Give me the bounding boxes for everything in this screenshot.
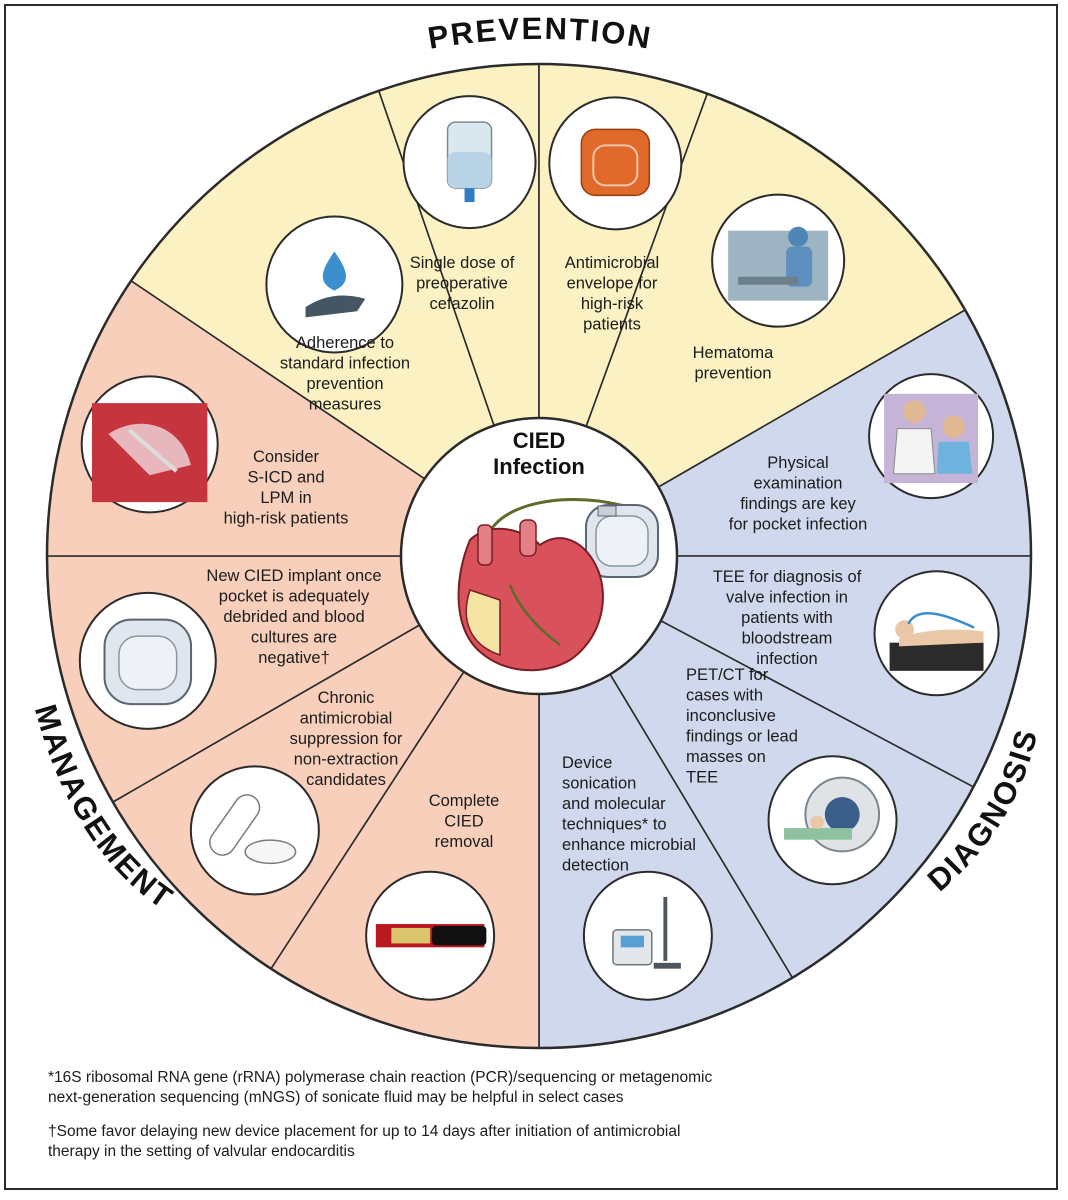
hand-water-drop-icon — [265, 215, 404, 354]
footnote-sequencing-line1: *16S ribosomal RNA gene (rRNA) polymeras… — [48, 1069, 713, 1086]
segment-text-line: high-risk patients — [224, 510, 349, 528]
footnote-delay-line2: therapy in the setting of valvular endoc… — [48, 1143, 355, 1160]
segment-text-line: Single dose of — [410, 254, 515, 272]
wheel-texts: Adherence to standard infection prevention… — [206, 254, 867, 875]
segment-text-line: antimicrobial — [300, 710, 393, 728]
antimicrobial-envelope-icon — [548, 96, 683, 231]
segment-text-reimplant: New CIED implant once pocket is adequatel… — [206, 567, 381, 667]
segment-text-cefazolin: Single dose of preoperative cefazolin — [410, 254, 515, 313]
lead-extraction-icon — [365, 870, 496, 1001]
segment-text-line: findings are key — [740, 495, 856, 513]
segment-text-hematoma: Hematoma prevention — [693, 344, 775, 383]
segment-text-line: for pocket infection — [729, 516, 868, 534]
doctor-patient-icon — [868, 373, 995, 500]
segment-text-line: LPM in — [260, 489, 311, 507]
segment-text-line: Consider — [253, 448, 320, 466]
segment-text-line: inconclusive — [686, 707, 776, 725]
segment-text-line: cultures are — [251, 629, 337, 647]
segment-text-line: suppression for — [290, 730, 403, 748]
segment-text-line: CIED — [444, 813, 484, 831]
heart-with-device-icon — [457, 498, 659, 672]
segment-text-line: removal — [435, 833, 494, 851]
wheel-icons — [78, 95, 1000, 1001]
footnote-delay-line1: †Some favor delaying new device placemen… — [48, 1123, 681, 1140]
segment-text-line: high-risk — [581, 295, 644, 313]
pills-icon — [189, 765, 320, 896]
segment-text-physical-exam: Physical examination findings are key for p… — [729, 454, 868, 534]
operating-room-icon — [711, 193, 846, 328]
segment-text-tee: TEE for diagnosis of valve infection in pa… — [713, 568, 862, 668]
segment-text-line: patients with — [741, 609, 833, 627]
segment-text-line: bloodstream — [742, 630, 833, 648]
segment-text-line: negative† — [258, 649, 330, 667]
segment-text-line: detection — [562, 857, 629, 875]
segment-text-line: TEE — [686, 769, 718, 787]
segment-text-line: sonication — [562, 775, 636, 793]
segment-text-line: measures — [309, 396, 381, 414]
segment-text-line: enhance microbial — [562, 836, 696, 854]
pet-ct-scanner-icon — [767, 755, 898, 886]
segment-text-line: Physical — [767, 454, 828, 472]
segment-text-line: Antimicrobial — [565, 254, 659, 272]
wheel-outline — [45, 62, 1033, 1050]
segment-text-pet-ct: PET/CT for cases with inconclusive findings… — [686, 666, 798, 787]
segment-text-line: examination — [754, 475, 843, 493]
segment-text-line: prevention — [306, 375, 383, 393]
segment-text-line: cefazolin — [429, 295, 494, 313]
segment-text-line: Complete — [429, 792, 500, 810]
segment-text-line: candidates — [306, 771, 386, 789]
iv-bag-icon — [402, 95, 537, 230]
segment-text-line: envelope for — [567, 275, 658, 293]
segment-text-line: and molecular — [562, 795, 666, 813]
segment-text-line: masses on — [686, 748, 766, 766]
pacemaker-device-icon — [78, 591, 217, 730]
segment-text-line: infection — [756, 650, 817, 668]
sonicator-icon — [582, 870, 713, 1001]
segment-text-line: techniques* to — [562, 816, 667, 834]
segment-text-line: cases with — [686, 687, 763, 705]
segment-text-line: pocket is adequately — [219, 588, 370, 606]
segment-text-adherence: Adherence to standard infection prevention… — [280, 334, 410, 414]
segment-text-line: prevention — [694, 365, 771, 383]
wheel-dividers — [45, 62, 1033, 1050]
footnote-sequencing: *16S ribosomal RNA gene (rRNA) polymeras… — [48, 1068, 1028, 1108]
footnote-delay: †Some favor delaying new device placemen… — [48, 1122, 1028, 1162]
segment-text-line: patients — [583, 316, 641, 334]
segment-text-line: New CIED implant once — [206, 567, 381, 585]
segment-text-line: standard infection — [280, 355, 410, 373]
section-label-prevention: PREVENTION — [425, 11, 654, 56]
segment-text-line: debrided and blood — [223, 608, 364, 626]
segment-text-line: S-ICD and — [247, 469, 324, 487]
segment-text-line: preoperative — [416, 275, 508, 293]
segment-text-line: PET/CT for — [686, 666, 769, 684]
segment-text-sonication: Device sonication and molecular techniques*… — [562, 754, 696, 875]
segment-text-line: valve infection in — [726, 589, 848, 607]
segment-text-line: findings or lead — [686, 728, 798, 746]
center-title-line2: Infection — [493, 454, 585, 479]
center-title-line1: CIED — [513, 428, 566, 453]
segment-text-line: Chronic — [318, 689, 375, 707]
segment-text-suppression: Chronic antimicrobial suppression for non-e… — [290, 689, 403, 789]
segment-text-line: Adherence to — [296, 334, 394, 352]
figure-frame — [4, 4, 1058, 1190]
segment-text-line: Device — [562, 754, 612, 772]
segment-text-line: non-extraction — [294, 751, 399, 769]
center-hub: CIED Infection — [399, 416, 679, 696]
cied-infection-wheel: Adherence to standard infection prevention… — [28, 11, 1043, 1050]
tee-probe-icon — [873, 570, 1000, 697]
footnotes: *16S ribosomal RNA gene (rRNA) polymeras… — [48, 1068, 1028, 1176]
heart-cross-section-icon — [80, 375, 219, 514]
footnote-sequencing-line2: next-generation sequencing (mNGS) of son… — [48, 1089, 624, 1106]
segment-text-envelope: Antimicrobial envelope for high-risk patien… — [565, 254, 659, 334]
segment-text-line: TEE for diagnosis of — [713, 568, 862, 586]
segment-text-line: Hematoma — [693, 344, 775, 362]
